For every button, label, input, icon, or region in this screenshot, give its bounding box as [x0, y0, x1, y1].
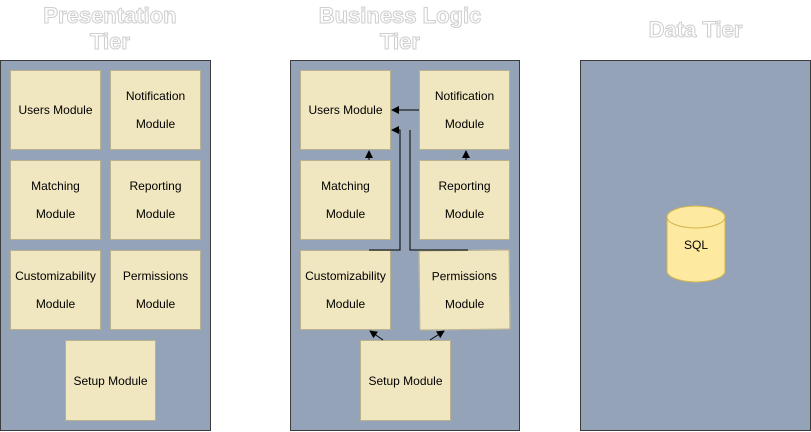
- module-label: Customizability: [305, 269, 386, 283]
- module-label: Setup Module: [73, 373, 148, 388]
- module-label: Reporting: [129, 179, 182, 193]
- module-label: Customizability: [15, 269, 96, 283]
- module-label: Module: [35, 207, 76, 221]
- module-label: Module: [444, 207, 485, 221]
- business-customizability-module[interactable]: Customizability Module: [300, 250, 391, 330]
- module-label: Module: [325, 207, 366, 221]
- module-label: Notification: [125, 89, 186, 103]
- module-label: Permissions: [122, 269, 189, 283]
- module-label: Module: [135, 117, 176, 131]
- business-notification-module[interactable]: Notification Module: [419, 70, 510, 150]
- business-reporting-module[interactable]: Reporting Module: [419, 160, 510, 240]
- module-label: Module: [325, 297, 366, 311]
- data-tier-panel: [580, 60, 811, 431]
- module-label: Users Module: [18, 103, 93, 117]
- presentation-matching-module[interactable]: Matching Module: [10, 160, 101, 240]
- module-label: Module: [135, 207, 176, 221]
- module-label: Setup Module: [368, 373, 443, 388]
- module-label: Module: [35, 297, 76, 311]
- arrow-customizability-to-users: [369, 126, 401, 251]
- presentation-permissions-module[interactable]: Permissions Module: [110, 250, 201, 330]
- presentation-reporting-module[interactable]: Reporting Module: [110, 160, 201, 240]
- presentation-customizability-module[interactable]: Customizability Module: [10, 250, 101, 330]
- module-label: Matching: [321, 179, 370, 193]
- presentation-users-module[interactable]: Users Module: [10, 70, 101, 150]
- presentation-tier-title: Presentation Tier: [43, 3, 177, 55]
- sql-label: SQL: [683, 238, 708, 252]
- data-tier-title: Data Tier: [648, 17, 743, 43]
- module-label: Reporting: [438, 179, 491, 193]
- module-label: Module: [135, 297, 176, 311]
- module-label: Module: [444, 117, 485, 131]
- business-matching-module[interactable]: Matching Module: [300, 160, 391, 240]
- business-setup-module[interactable]: Setup Module: [360, 340, 451, 421]
- sql-database[interactable]: SQL: [666, 205, 726, 283]
- business-tier-title: Business Logic Tier: [318, 3, 482, 55]
- module-label: Users Module: [308, 103, 383, 117]
- module-label: Matching: [31, 179, 80, 193]
- arrow-setup-to-customizability: [369, 330, 384, 341]
- business-users-module[interactable]: Users Module: [300, 70, 391, 150]
- module-label: Notification: [434, 89, 495, 103]
- presentation-notification-module[interactable]: Notification Module: [110, 70, 201, 150]
- arrow-setup-to-permissions: [429, 330, 445, 341]
- arrow-permissions-to-users: [409, 130, 468, 251]
- database-cylinder-icon: [666, 205, 726, 283]
- presentation-setup-module[interactable]: Setup Module: [65, 340, 156, 421]
